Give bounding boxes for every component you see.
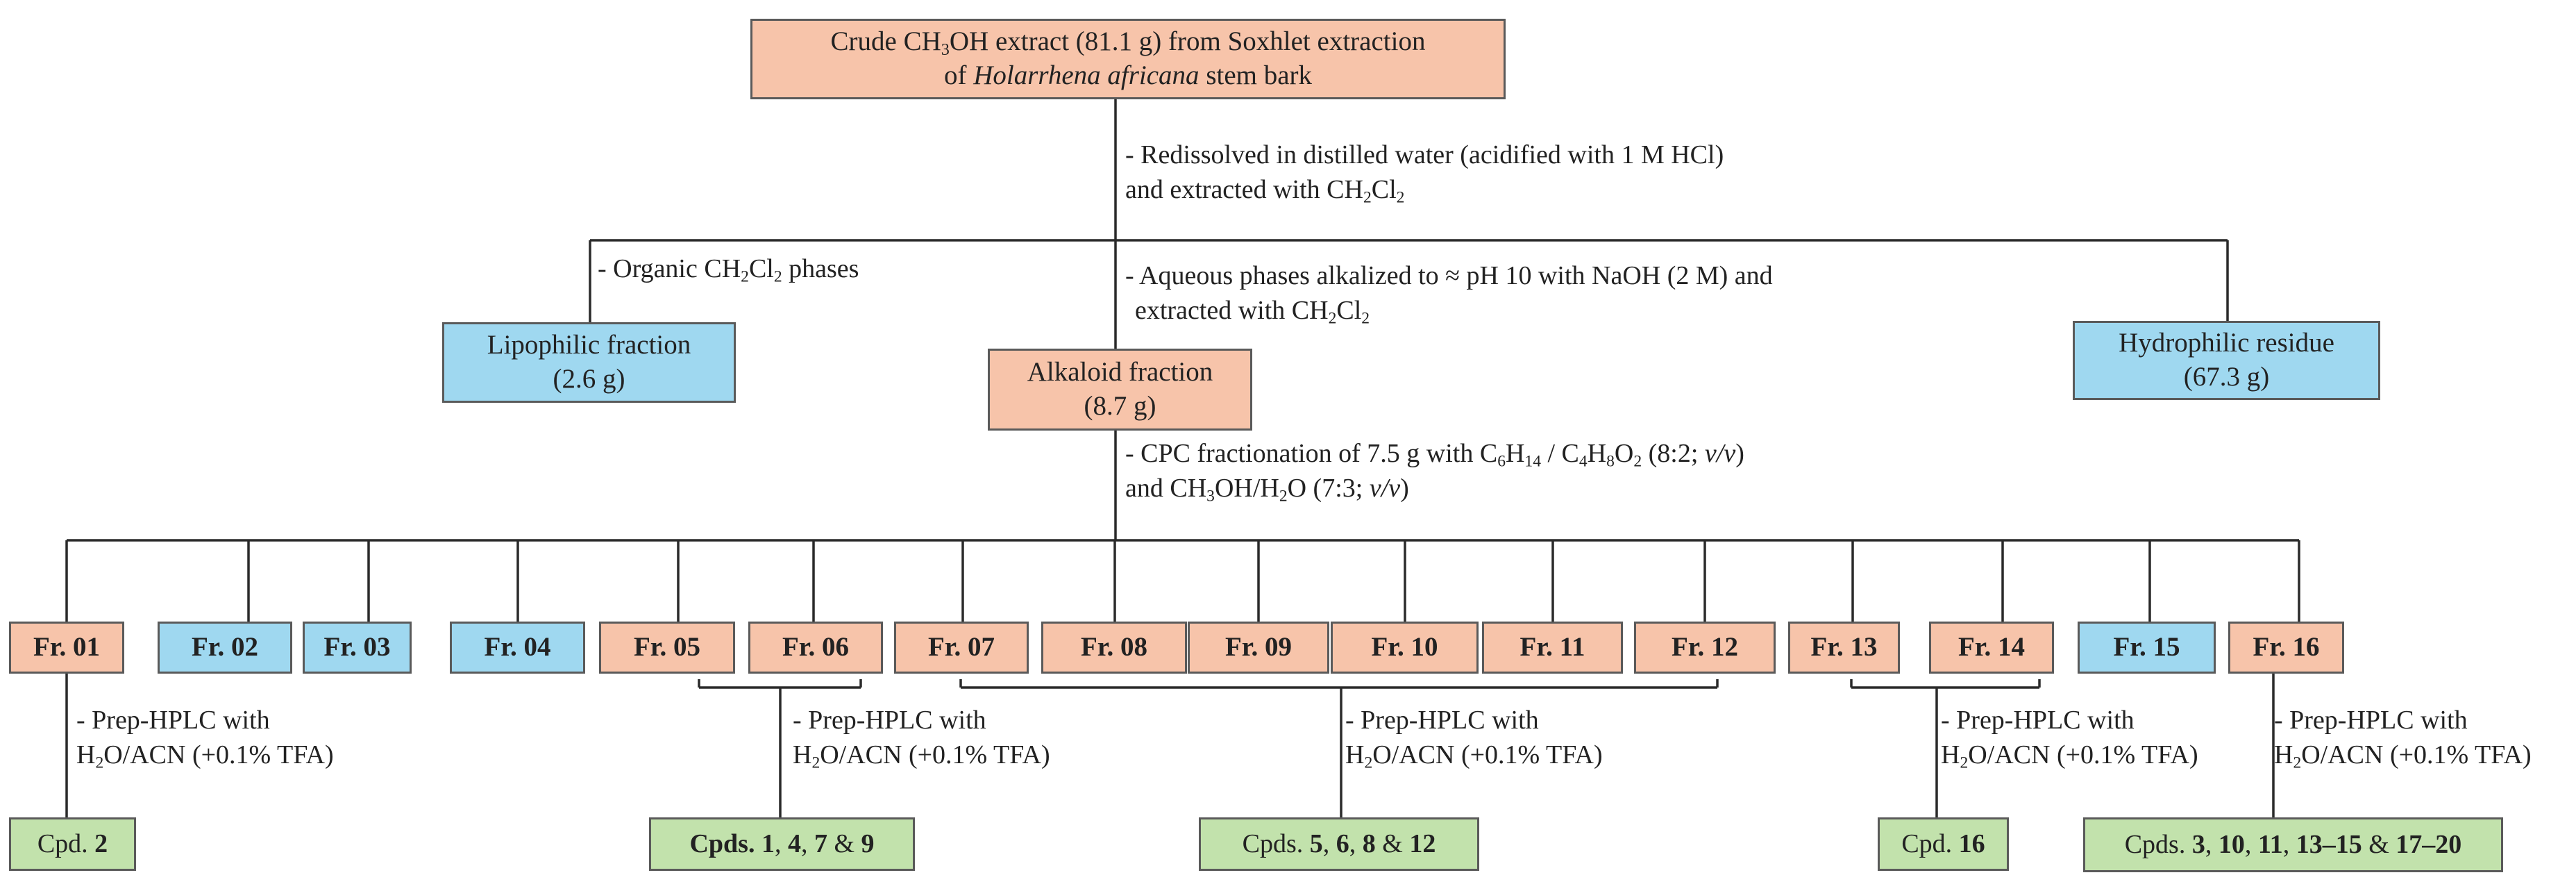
fraction-box-02: Fr. 02 [158, 622, 292, 674]
fraction-box-10: Fr. 10 [1331, 622, 1479, 674]
hydrophilic-mass: (67.3 g) [2183, 362, 2270, 392]
alkaloid-label: Alkaloid fraction [1027, 357, 1213, 388]
fraction-box-04: Fr. 04 [450, 622, 585, 674]
compound-box-4: Cpd. 16 [1878, 817, 2009, 871]
fraction-box-08: Fr. 08 [1041, 622, 1187, 674]
crude-extract-line1: Crude CH3OH extract (81.1 g) from Soxhle… [830, 26, 1426, 60]
compound-box-2: Cpds. 1, 4, 7 & 9 [649, 817, 915, 871]
prep-hplc-note-2: - Prep-HPLC with H2O/ACN (+0.1% TFA) [793, 706, 1050, 772]
compound-box-3: Cpds. 5, 6, 8 & 12 [1199, 817, 1479, 871]
fraction-box-13: Fr. 13 [1788, 622, 1900, 674]
alkaloid-fraction-box: Alkaloid fraction (8.7 g) [988, 349, 1252, 431]
organic-phases-note: - Organic CH2Cl2 phases [598, 254, 859, 286]
fraction-box-01: Fr. 01 [9, 622, 124, 674]
crude-extract-line2: of Holarrhena africana stem bark [943, 60, 1313, 90]
prep-hplc-note-3: - Prep-HPLC with H2O/ACN (+0.1% TFA) [1345, 706, 1603, 772]
fraction-box-05: Fr. 05 [599, 622, 735, 674]
fraction-box-11: Fr. 11 [1482, 622, 1623, 674]
fraction-label: Fr. 06 [782, 632, 850, 663]
aqueous-phases-note: - Aqueous phases alkalized to ≈ pH 10 wi… [1125, 261, 1773, 328]
fraction-box-07: Fr. 07 [894, 622, 1029, 674]
fraction-label: Fr. 01 [33, 632, 101, 663]
fraction-label: Fr. 12 [1671, 632, 1739, 663]
hydrophilic-residue-box: Hydrophilic residue (67.3 g) [2073, 321, 2380, 400]
alkaloid-mass: (8.7 g) [1084, 391, 1156, 421]
prep-hplc-note-1: - Prep-HPLC with H2O/ACN (+0.1% TFA) [76, 706, 334, 772]
compound-box-5: Cpds. 3, 10, 11, 13–15 & 17–20 [2083, 817, 2503, 872]
fraction-box-12: Fr. 12 [1634, 622, 1776, 674]
fraction-label: Fr. 02 [191, 632, 259, 663]
fraction-label: Fr. 11 [1519, 632, 1585, 663]
fraction-label: Fr. 03 [323, 632, 391, 663]
hydrophilic-label: Hydrophilic residue [2119, 328, 2334, 358]
fraction-box-09: Fr. 09 [1188, 622, 1329, 674]
fraction-label: Fr. 16 [2253, 632, 2320, 663]
cpc-fractionation-note: - CPC fractionation of 7.5 g with C6H14 … [1125, 439, 1744, 506]
fraction-box-14: Fr. 14 [1929, 622, 2054, 674]
fraction-label: Fr. 05 [633, 632, 701, 663]
redissolve-note: - Redissolved in distilled water (acidif… [1125, 140, 1724, 207]
compound-box-1: Cpd. 2 [9, 817, 136, 871]
fraction-label: Fr. 07 [927, 632, 995, 663]
fraction-label: Fr. 14 [1958, 632, 2026, 663]
fraction-label: Fr. 13 [1810, 632, 1878, 663]
fraction-label: Fr. 04 [484, 632, 551, 663]
fraction-box-15: Fr. 15 [2078, 622, 2216, 674]
lipophilic-mass: (2.6 g) [553, 364, 625, 394]
crude-extract-box: Crude CH3OH extract (81.1 g) from Soxhle… [750, 19, 1506, 99]
fraction-box-03: Fr. 03 [303, 622, 412, 674]
fraction-label: Fr. 15 [2113, 632, 2180, 663]
fraction-label: Fr. 10 [1371, 632, 1438, 663]
fraction-box-16: Fr. 16 [2228, 622, 2344, 674]
prep-hplc-note-5: - Prep-HPLC with H2O/ACN (+0.1% TFA) [2274, 706, 2532, 772]
lipophilic-label: Lipophilic fraction [487, 330, 691, 360]
fraction-label: Fr. 08 [1080, 632, 1148, 663]
lipophilic-fraction-box: Lipophilic fraction (2.6 g) [442, 322, 736, 403]
fraction-label: Fr. 09 [1224, 632, 1293, 663]
prep-hplc-note-4: - Prep-HPLC with H2O/ACN (+0.1% TFA) [1941, 706, 2198, 772]
fraction-box-06: Fr. 06 [748, 622, 883, 674]
